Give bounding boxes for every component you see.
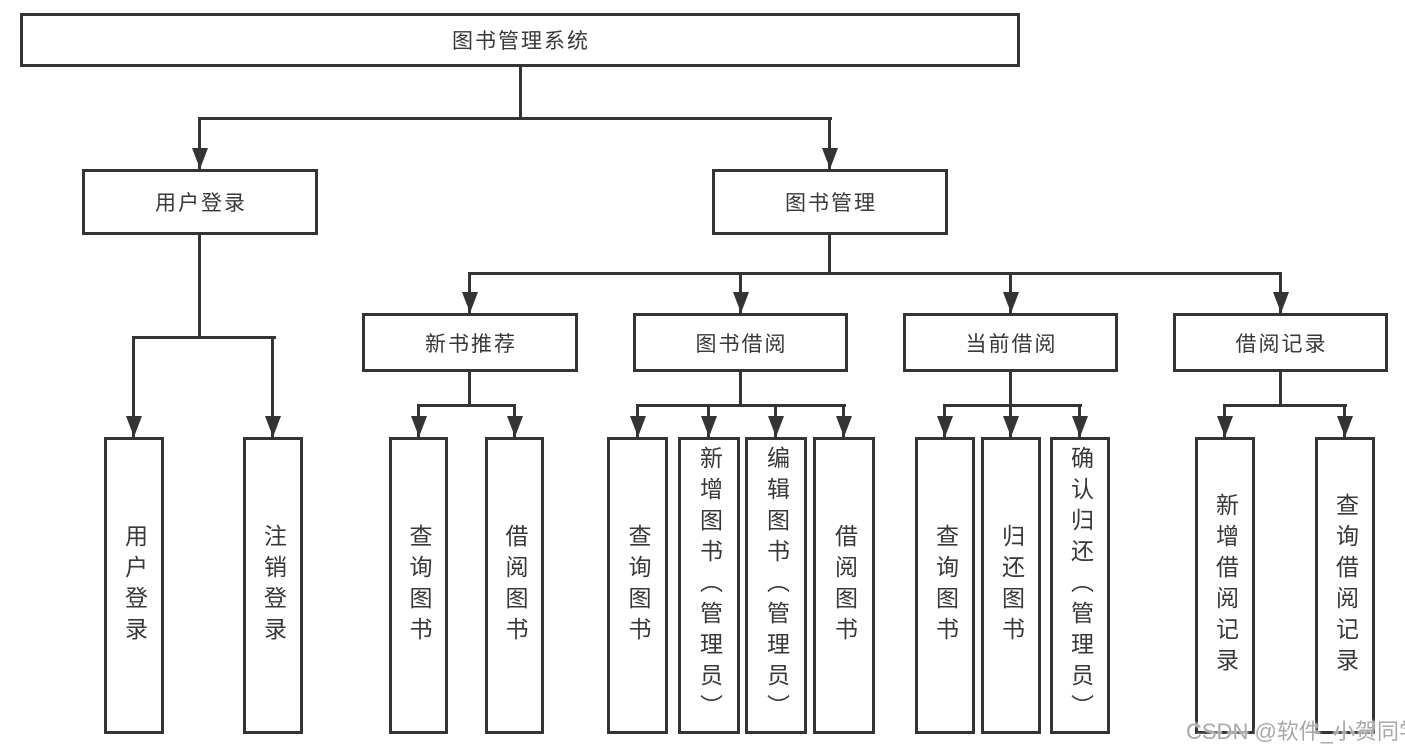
leaf-logout: 注销登录 — [243, 437, 303, 734]
node-book-borrowing: 图书借阅 — [633, 313, 848, 372]
connector-line — [1009, 372, 1012, 407]
connector-line — [1223, 404, 1347, 407]
arrow-down-icon — [265, 416, 281, 437]
arrow-down-icon — [1273, 292, 1289, 313]
arrow-down-icon — [1003, 416, 1019, 437]
leaf-query-books-current: 查询图书 — [915, 437, 975, 734]
watermark: CSDN @软件_小贺同学 — [1186, 719, 1405, 744]
connector-line — [198, 235, 201, 338]
arrow-down-icon — [1337, 416, 1353, 437]
node-borrowing-records: 借阅记录 — [1173, 313, 1388, 372]
leaf-borrow-books-recommendation: 借阅图书 — [485, 437, 544, 734]
connector-line — [828, 117, 831, 169]
arrow-down-icon — [462, 292, 478, 313]
arrow-down-icon — [836, 416, 852, 437]
arrow-down-icon — [1217, 416, 1233, 437]
arrow-down-icon — [192, 148, 208, 169]
arrow-down-icon — [733, 292, 749, 313]
connector-line — [943, 404, 1082, 407]
node-user-login: 用户登录 — [82, 169, 318, 235]
arrow-down-icon — [630, 416, 646, 437]
arrow-down-icon — [1003, 292, 1019, 313]
node-new-book-recommendation: 新书推荐 — [362, 313, 578, 372]
connector-line — [417, 404, 516, 407]
arrow-down-icon — [126, 416, 142, 437]
connector-line — [132, 336, 135, 437]
leaf-edit-book-admin: 编辑图书（管理员） — [745, 437, 807, 734]
connector-line — [198, 117, 201, 169]
arrow-down-icon — [768, 416, 784, 437]
leaf-confirm-return-admin: 确认归还（管理员） — [1050, 437, 1110, 734]
node-library-management-system: 图书管理系统 — [20, 13, 1020, 67]
leaf-query-books-borrowing: 查询图书 — [607, 437, 668, 734]
leaf-user-login: 用户登录 — [104, 437, 164, 734]
arrow-down-icon — [1072, 416, 1088, 437]
arrow-down-icon — [701, 416, 717, 437]
arrow-down-icon — [937, 416, 953, 437]
leaf-add-book-admin: 新增图书（管理员） — [678, 437, 740, 734]
leaf-query-books-recommendation: 查询图书 — [389, 437, 448, 734]
leaf-add-borrow-record: 新增借阅记录 — [1195, 437, 1255, 734]
connector-line — [636, 404, 846, 407]
node-current-borrowing: 当前借阅 — [903, 313, 1118, 372]
connector-line — [828, 235, 831, 275]
connector-line — [519, 67, 522, 120]
connector-line — [468, 372, 471, 407]
arrow-down-icon — [507, 416, 523, 437]
connector-line — [739, 372, 742, 407]
node-book-management: 图书管理 — [712, 169, 948, 235]
connector-line — [132, 336, 276, 339]
arrow-down-icon — [411, 416, 427, 437]
connector-line — [271, 336, 274, 437]
connector-line — [468, 272, 1282, 275]
leaf-borrow-books: 借阅图书 — [813, 437, 875, 734]
arrow-down-icon — [822, 148, 838, 169]
leaf-return-books: 归还图书 — [981, 437, 1041, 734]
connector-line — [198, 117, 832, 120]
leaf-query-borrow-record: 查询借阅记录 — [1315, 437, 1375, 734]
connector-line — [1279, 372, 1282, 407]
